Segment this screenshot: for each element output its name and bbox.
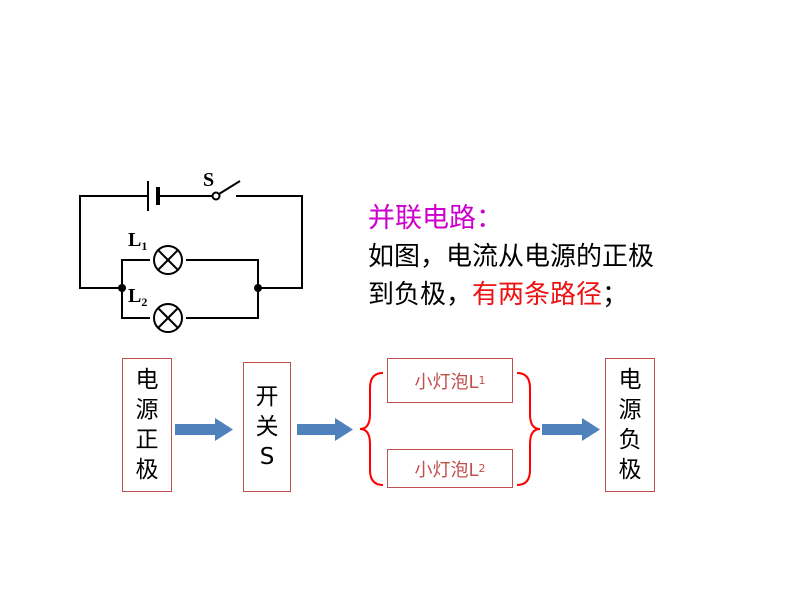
description-line-1: 如图，电流从电源的正极 [368,242,655,272]
circuit-wire [186,288,259,319]
description-line-2-prefix: 到负极， [368,280,473,310]
junction-dot [118,284,126,292]
arrow-icon [542,418,600,441]
junction-dot [254,284,262,292]
arrow-icon [297,418,353,441]
lamp-1-icon [153,245,183,275]
description-line-2: 到负极，有两条路径； [368,274,628,311]
switch-label: S [203,169,214,191]
circuit-wire [121,259,150,288]
left-brace [359,372,384,486]
right-brace [516,372,541,486]
switch-box: 开 关 S [243,362,291,492]
circuit-wire [236,195,303,289]
source-negative-box: 电 源 负 极 [605,358,655,492]
lamp-2-label: L2 [128,285,147,309]
parallel-circuit-diagram: S L1 L2 [79,169,303,333]
arrow-icon [175,418,233,441]
lamp-1-label: L1 [128,229,147,253]
source-positive-box: 电 源 正 极 [122,358,172,492]
battery-icon [147,181,160,211]
description-line-2-suffix: ； [602,280,629,310]
switch-icon [211,180,241,201]
circuit-wire [186,259,259,288]
two-paths-highlight: 有两条路径 [472,280,603,310]
circuit-wire [121,288,150,319]
circuit-title: 并联电路： [368,203,503,234]
lamp-2-icon [153,303,183,333]
circuit-wire [79,195,148,289]
